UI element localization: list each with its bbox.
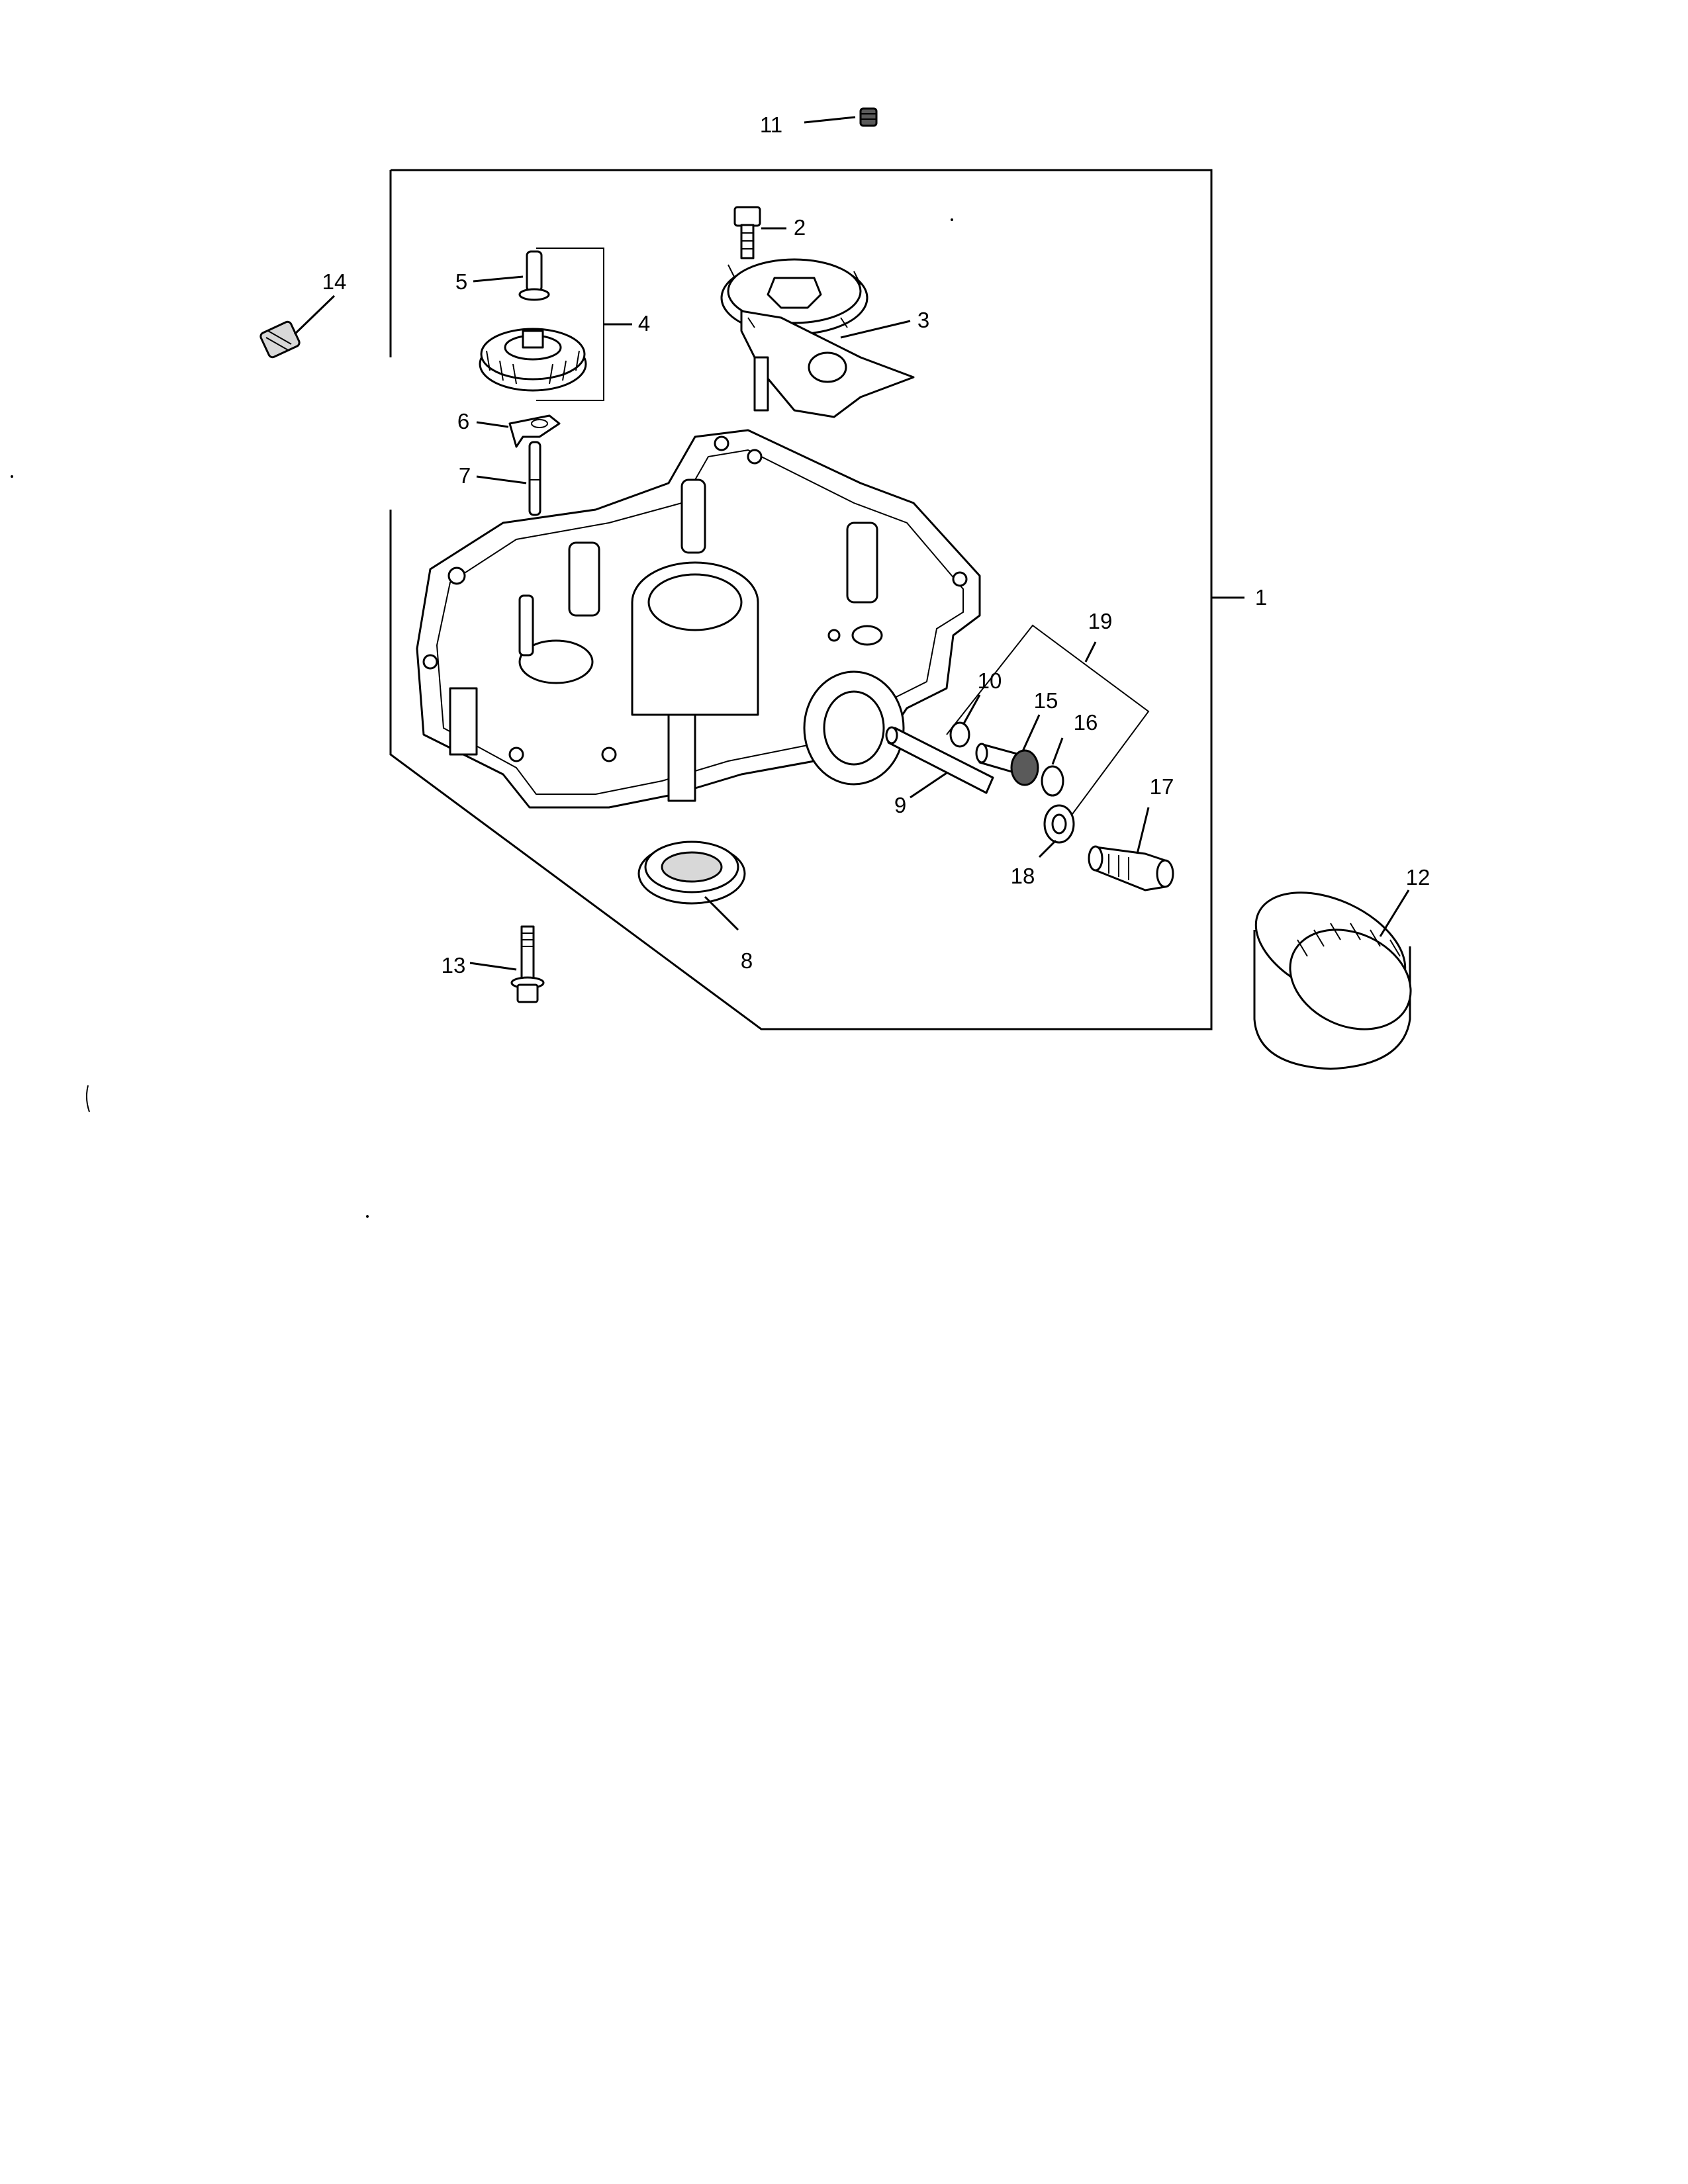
scan-dot xyxy=(951,218,953,221)
gear-part-4 xyxy=(479,328,587,392)
callout-14: 14 xyxy=(322,269,347,294)
callout-5: 5 xyxy=(455,269,467,294)
callout-2: 2 xyxy=(794,215,806,240)
callout-4: 4 xyxy=(638,311,650,336)
callout-1: 1 xyxy=(1255,585,1267,610)
callout-13: 13 xyxy=(442,953,466,978)
oil-filter-part-12 xyxy=(1253,891,1412,1070)
callout-6: 6 xyxy=(457,409,469,433)
callout-8: 8 xyxy=(741,948,753,973)
callout-15: 15 xyxy=(1034,688,1058,713)
o-ring-part-10 xyxy=(949,721,970,748)
long-pin-part-7 xyxy=(528,441,541,516)
adapter-part-17 xyxy=(1088,845,1174,891)
scan-mark xyxy=(85,1085,90,1113)
callout-11: 11 xyxy=(760,113,782,137)
callout-19: 19 xyxy=(1088,609,1113,633)
bolt-part-13 xyxy=(510,925,545,1003)
governor-gear-part-3 xyxy=(720,258,915,418)
nut-part-11 xyxy=(859,107,878,127)
callout-17: 17 xyxy=(1150,774,1174,799)
oil-seal-part-8 xyxy=(637,841,746,905)
callout-12: 12 xyxy=(1406,865,1430,889)
fitting-part-15 xyxy=(975,743,1039,786)
callout-7: 7 xyxy=(459,463,471,488)
bolt-part-2 xyxy=(733,206,761,259)
callout-18: 18 xyxy=(1011,864,1035,888)
tube-part-9 xyxy=(885,726,994,794)
callout-3: 3 xyxy=(917,308,929,332)
washer-part-18 xyxy=(1043,804,1075,844)
leader-lines xyxy=(293,116,1410,971)
boundary-gap xyxy=(384,357,397,510)
clip-part-6 xyxy=(508,414,561,448)
callout-10: 10 xyxy=(978,668,1002,693)
pin-part-5 xyxy=(518,250,550,301)
plug-part-14 xyxy=(259,320,301,359)
crankcase-cover-part-1 xyxy=(416,429,981,809)
callout-9: 9 xyxy=(894,793,906,817)
bracket-group-19 xyxy=(946,624,1150,815)
scan-dot xyxy=(366,1215,369,1218)
o-ring-part-16 xyxy=(1041,765,1064,797)
callout-16: 16 xyxy=(1074,710,1098,735)
assembly-boundary xyxy=(389,169,1213,1030)
scan-dot xyxy=(11,475,13,478)
